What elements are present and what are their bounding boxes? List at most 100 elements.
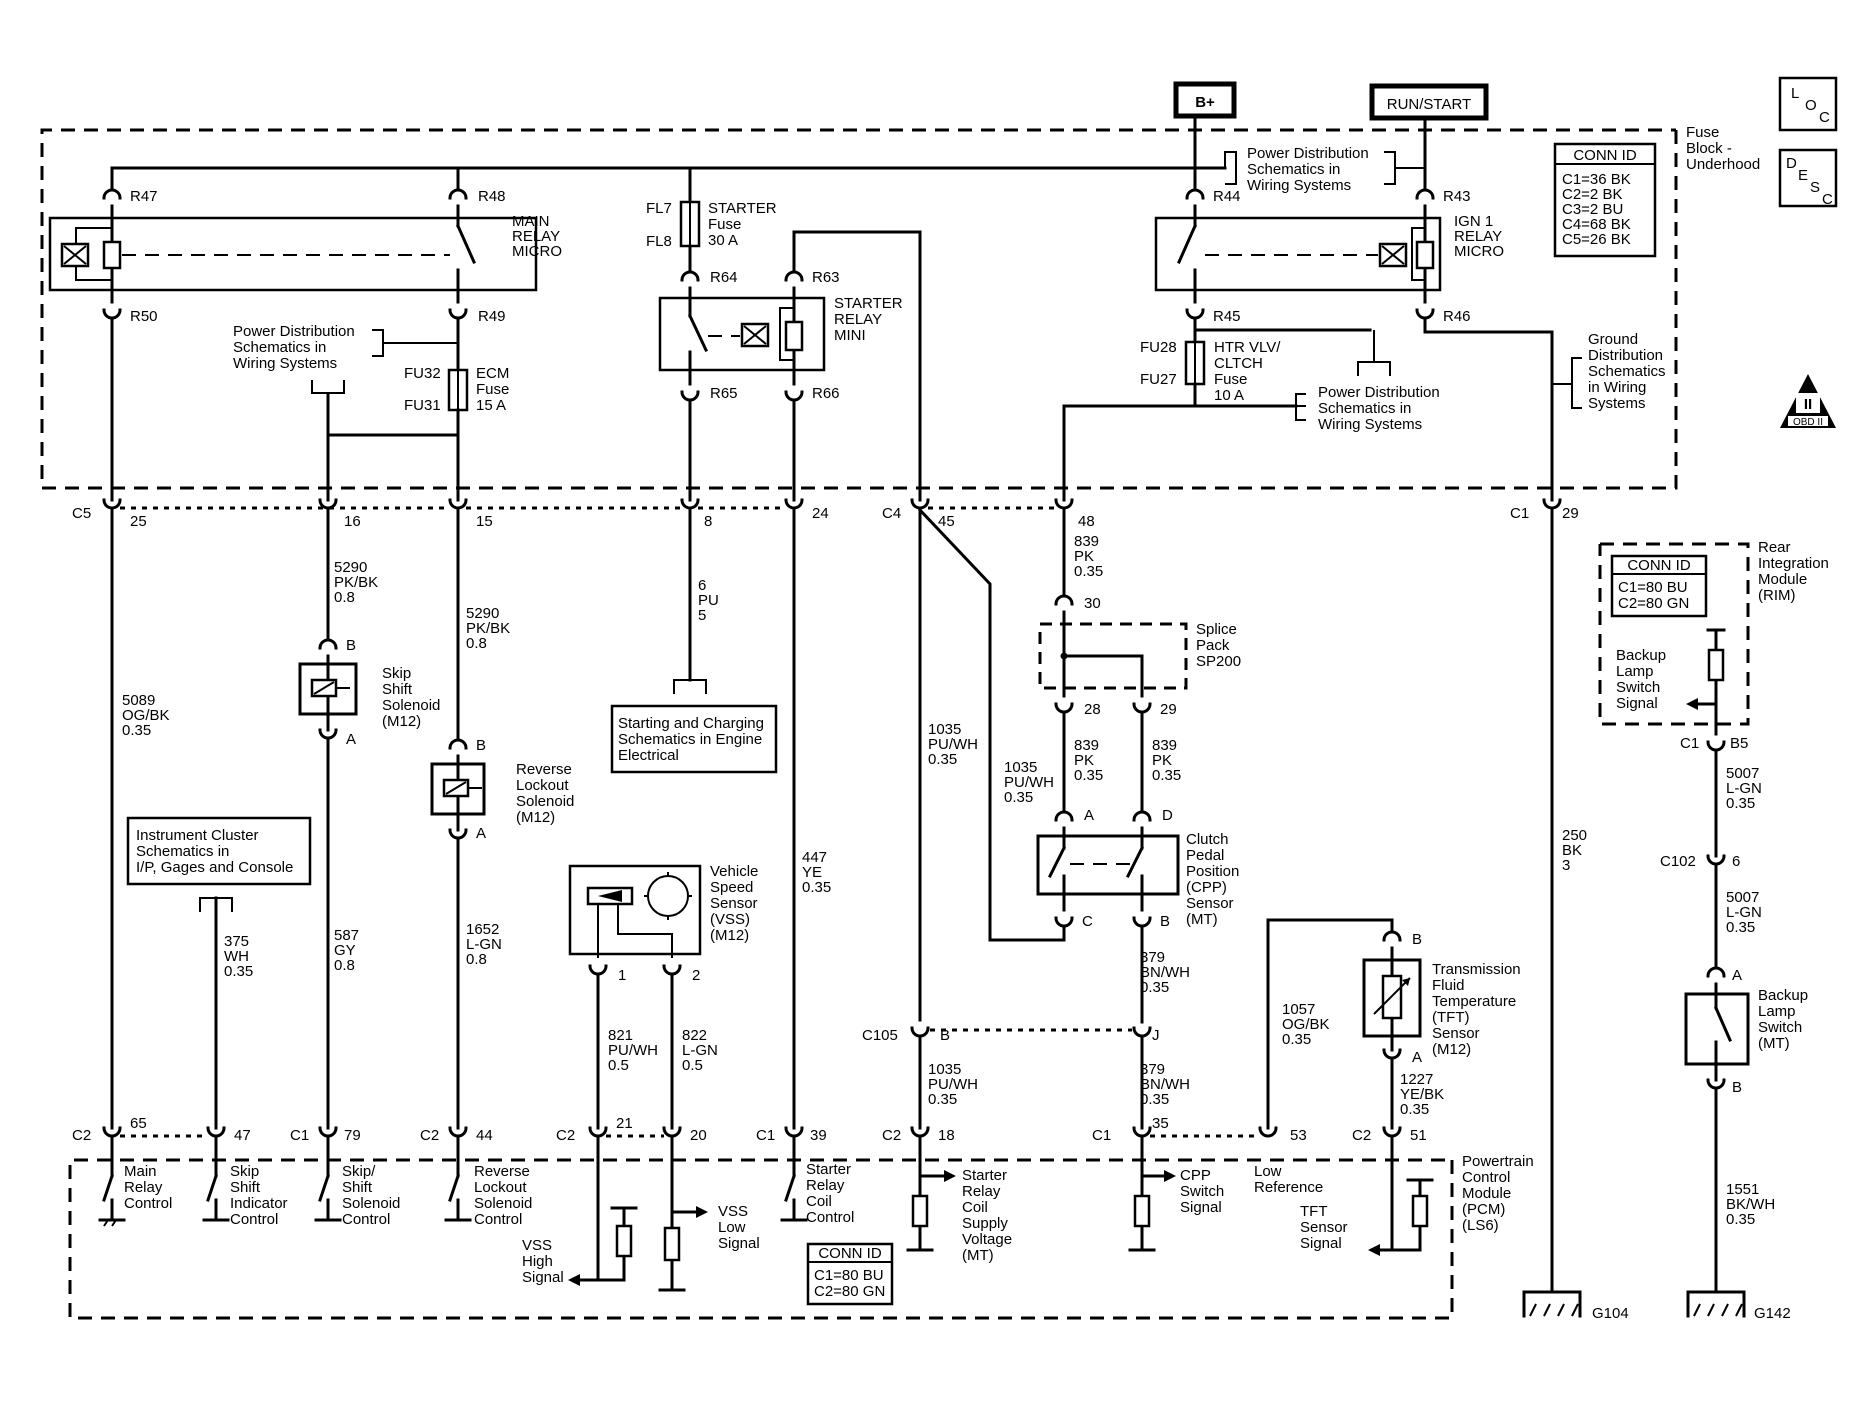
svg-text:5007: 5007 (1726, 765, 1759, 782)
fuse-block-outline (40, 128, 1678, 490)
pcm-cpp-signal: CPP Switch Signal (1128, 1134, 1224, 1252)
pcm-conn-table: CONN ID C1=80 BU C2=80 GN (806, 1242, 894, 1306)
svg-text:0.35: 0.35 (1140, 979, 1169, 996)
svg-text:R47: R47 (130, 188, 158, 205)
wire-5290b: 5290 PK/BK 0.8 (466, 605, 510, 652)
svg-text:R43: R43 (1443, 188, 1471, 205)
svg-text:CONN ID: CONN ID (1627, 557, 1691, 574)
svg-text:Switch: Switch (1758, 1019, 1802, 1036)
svg-text:CONN ID: CONN ID (1573, 147, 1637, 164)
svg-text:1652: 1652 (466, 921, 499, 938)
svg-text:Lamp: Lamp (1616, 663, 1654, 680)
svg-text:Control: Control (1462, 1169, 1510, 1186)
svg-text:(M12): (M12) (710, 927, 749, 944)
svg-text:C2: C2 (420, 1127, 439, 1144)
svg-text:Schematics in: Schematics in (1247, 161, 1340, 178)
bplus-terminal: B+ (1173, 81, 1237, 119)
wire-375: 375 WH 0.35 (224, 933, 253, 980)
svg-text:PK: PK (1074, 548, 1094, 565)
ground-g142: G142 (1686, 1290, 1791, 1322)
svg-text:822: 822 (682, 1027, 707, 1044)
svg-text:Control: Control (474, 1211, 522, 1228)
svg-text:Signal: Signal (1180, 1199, 1222, 1216)
reverse-lockout-solenoid: B A Reverse Lockout Solenoid (M12) (430, 737, 574, 842)
svg-text:GY: GY (334, 942, 356, 959)
vss-sensor: Vehicle Speed Sensor (VSS) (M12) (568, 863, 758, 958)
svg-text:PU/WH: PU/WH (608, 1042, 658, 1059)
svg-text:Power Distribution: Power Distribution (233, 323, 355, 340)
svg-text:CPP: CPP (1180, 1167, 1211, 1184)
fuse-block-connectors: C5 25 16 15 8 24 C4 45 48 C1 29 (72, 498, 1579, 530)
svg-text:Control: Control (230, 1211, 278, 1228)
svg-text:28: 28 (1084, 701, 1101, 718)
svg-text:Wiring Systems: Wiring Systems (1318, 416, 1422, 433)
svg-text:A: A (1732, 967, 1742, 984)
svg-text:5089: 5089 (122, 692, 155, 709)
svg-text:Shift: Shift (382, 681, 413, 698)
svg-text:30 A: 30 A (708, 232, 738, 249)
c105-connector: C105 B J (862, 1026, 1160, 1044)
svg-text:STARTER: STARTER (834, 295, 903, 312)
svg-text:Temperature: Temperature (1432, 993, 1516, 1010)
svg-text:1035: 1035 (1004, 759, 1037, 776)
svg-text:CLTCH: CLTCH (1214, 355, 1263, 372)
svg-text:24: 24 (812, 505, 829, 522)
pcm-labels-left: Main Relay Control Skip Shift Indicator … (124, 1161, 854, 1228)
svg-text:WH: WH (224, 948, 249, 965)
wire-1035b: 1035 PU/WH 0.35 (1004, 759, 1054, 806)
svg-text:S: S (1810, 179, 1820, 196)
svg-text:0.5: 0.5 (682, 1057, 703, 1074)
svg-text:MINI: MINI (834, 327, 866, 344)
svg-text:OG/BK: OG/BK (122, 707, 170, 724)
svg-text:1057: 1057 (1282, 1001, 1315, 1018)
instrument-cluster-ref: Instrument Cluster Schematics in I/P, Ga… (126, 816, 312, 912)
pcm-tft-signal: TFT Sensor Signal (1300, 1134, 1434, 1256)
svg-text:II: II (1804, 396, 1812, 413)
loc-icon: L O C (1778, 76, 1838, 132)
svg-text:O: O (1805, 97, 1817, 114)
wire-822: 822 L-GN 0.5 (682, 1027, 718, 1074)
svg-text:375: 375 (224, 933, 249, 950)
svg-text:J: J (1152, 1027, 1160, 1044)
svg-text:PU: PU (698, 592, 719, 609)
svg-text:21: 21 (616, 1115, 633, 1132)
svg-text:Ground: Ground (1588, 331, 1638, 348)
splice-pack: 30 28 29 Splice Pack SP200 (1038, 594, 1241, 718)
svg-text:Systems: Systems (1588, 395, 1646, 412)
svg-text:BN/WH: BN/WH (1140, 1076, 1190, 1093)
svg-text:5290: 5290 (334, 559, 367, 576)
svg-text:6: 6 (1732, 853, 1740, 870)
svg-text:L-GN: L-GN (1726, 780, 1762, 797)
svg-text:Signal: Signal (1300, 1235, 1342, 1252)
svg-text:C1=36 BK: C1=36 BK (1562, 171, 1631, 188)
svg-text:47: 47 (234, 1127, 251, 1144)
svg-text:FU28: FU28 (1140, 339, 1177, 356)
svg-text:Control: Control (342, 1211, 390, 1228)
svg-text:(LS6): (LS6) (1462, 1217, 1499, 1234)
svg-text:Voltage: Voltage (962, 1231, 1012, 1248)
backup-lamp-switch: A B Backup Lamp Switch (MT) (1684, 966, 1808, 1096)
svg-text:Lamp: Lamp (1758, 1003, 1796, 1020)
svg-text:A: A (476, 825, 486, 842)
svg-text:D: D (1786, 155, 1797, 172)
svg-text:C1: C1 (1680, 735, 1699, 752)
svg-text:C102: C102 (1660, 853, 1696, 870)
svg-text:BK: BK (1562, 842, 1582, 859)
svg-text:Coil: Coil (962, 1199, 988, 1216)
svg-text:FL8: FL8 (646, 233, 672, 250)
svg-text:Schematics in: Schematics in (136, 843, 229, 860)
svg-text:(M12): (M12) (1432, 1041, 1471, 1058)
svg-text:Low: Low (718, 1219, 746, 1236)
svg-text:Integration: Integration (1758, 555, 1829, 572)
svg-text:C1: C1 (1092, 1127, 1111, 1144)
svg-text:25: 25 (130, 513, 147, 530)
svg-text:(RIM): (RIM) (1758, 587, 1796, 604)
svg-text:Power Distribution: Power Distribution (1247, 145, 1369, 162)
svg-text:R50: R50 (130, 308, 158, 325)
svg-text:C2=80 GN: C2=80 GN (1618, 595, 1689, 612)
svg-text:8: 8 (704, 513, 712, 530)
svg-text:MICRO: MICRO (1454, 243, 1504, 260)
svg-text:79: 79 (344, 1127, 361, 1144)
rim-module: Rear Integration Module (RIM) CONN ID C1… (1598, 539, 1829, 736)
svg-text:Relay: Relay (806, 1177, 845, 1194)
